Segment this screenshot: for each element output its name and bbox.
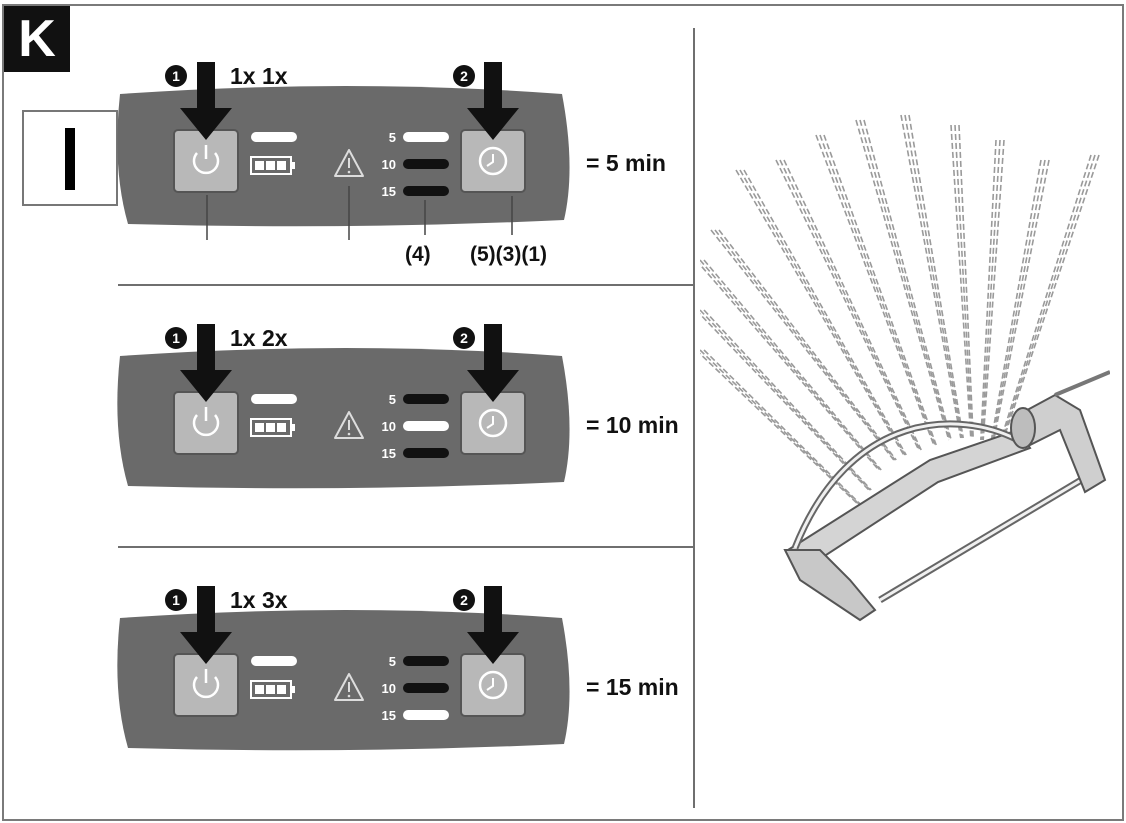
power-icon [192,145,220,175]
timer-led-label: 5 [389,130,396,145]
step-badge: 1 [165,65,187,87]
timer-led [403,683,449,693]
clock-icon [478,146,508,176]
down-arrow-icon [180,62,232,140]
svg-text:1: 1 [172,68,180,84]
timer-led-label: 15 [382,184,396,199]
press-count: 1x 2x [230,325,288,351]
down-arrow-icon [180,324,232,402]
timer-led-label: 10 [382,419,396,434]
warning-icon [334,673,364,701]
figure-frame [2,4,1124,821]
step-badge: 2 [453,589,475,611]
timer-led-label: 15 [382,708,396,723]
horizontal-divider [118,284,693,286]
timer-led [403,132,449,142]
power-icon [192,407,220,437]
svg-text:1: 1 [172,330,180,346]
status-led [251,132,297,142]
timer-led [403,394,449,404]
control-panel-graphic: 5 10 15 1 2 [117,62,570,227]
svg-text:1: 1 [172,592,180,608]
battery-icon [250,418,295,437]
timer-led [403,656,449,666]
svg-text:2: 2 [460,330,468,346]
battery-icon [250,680,295,699]
press-count: 1x 3x [230,587,288,613]
timer-led-label: 5 [389,654,396,669]
step-badge: 2 [453,327,475,349]
timer-led-label: 5 [389,392,396,407]
down-arrow-icon [467,62,519,140]
clock-icon [478,408,508,438]
control-panel-graphic: 5 10 15 1 2 [117,586,570,751]
callout-timer-leds: (4) [405,243,431,266]
timer-led-label: 15 [382,446,396,461]
callout-timer-button: (5)(3)(1) [470,243,547,266]
power-icon [192,669,220,699]
figure-label: K [4,6,70,72]
timer-led-label: 10 [382,681,396,696]
warning-icon [334,411,364,439]
timer-led [403,448,449,458]
svg-text:2: 2 [460,592,468,608]
timer-led [403,186,449,196]
step-badge: 1 [165,589,187,611]
status-led [251,656,297,666]
vertical-divider [693,28,695,808]
horizontal-divider [118,546,693,548]
clock-icon [478,670,508,700]
timer-result: = 15 min [586,674,679,700]
down-arrow-icon [180,586,232,664]
timer-led [403,421,449,431]
control-panel-graphic: 5 10 15 1 2 [117,324,570,489]
timer-led [403,710,449,720]
timer-result: = 5 min [586,150,666,176]
down-arrow-icon [467,324,519,402]
warning-icon [334,149,364,177]
step-badge: 1 [165,327,187,349]
svg-text:2: 2 [460,68,468,84]
timer-led-label: 10 [382,157,396,172]
timer-led [403,159,449,169]
down-arrow-icon [467,586,519,664]
battery-icon [250,156,295,175]
step-symbol: I [22,110,118,206]
sprinkler-illustration [700,114,1110,622]
status-led [251,394,297,404]
timer-result: = 10 min [586,412,679,438]
step-badge: 2 [453,65,475,87]
press-count: 1x 1x [230,63,288,89]
step-bar-icon [65,128,75,190]
